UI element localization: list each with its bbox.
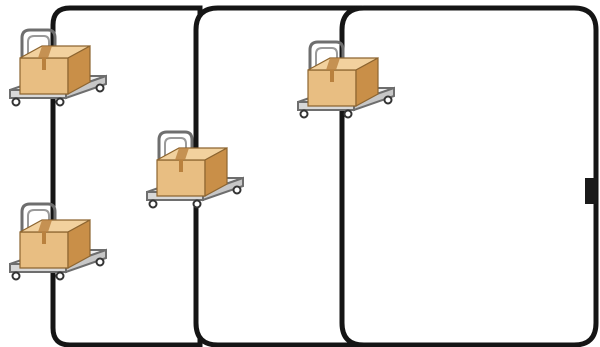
door-icon[interactable]: [585, 178, 597, 204]
room-right: [342, 8, 596, 345]
